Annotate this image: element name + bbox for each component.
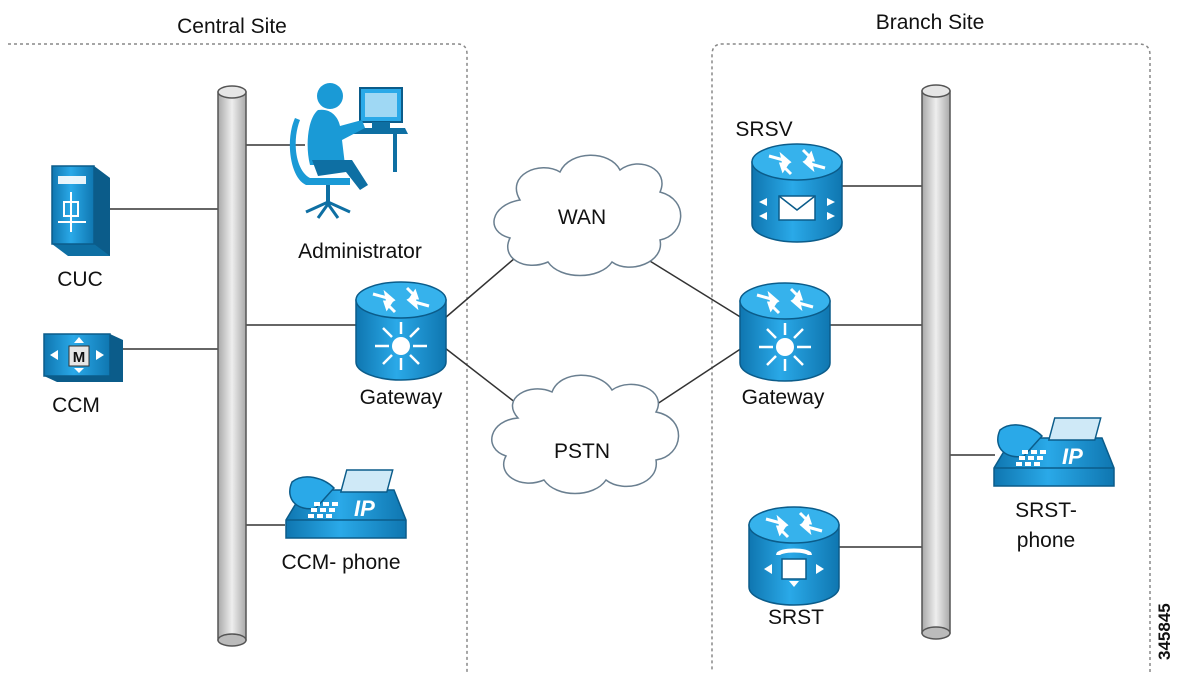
cuc-server[interactable]: CUC	[51, 165, 110, 291]
ip-phone-icon	[993, 417, 1115, 487]
central-gateway[interactable]: Gateway	[354, 280, 448, 409]
pstn-label: PSTN	[554, 440, 610, 463]
ccm-label: CCM	[52, 394, 100, 417]
cuc-label: CUC	[57, 268, 103, 291]
ccm-server[interactable]: M CCM	[43, 333, 123, 417]
server-icon	[51, 165, 110, 256]
central-site-border	[8, 43, 468, 672]
central-bus	[217, 85, 247, 647]
admin-workstation-icon	[289, 83, 408, 219]
voicemail-router-icon	[750, 142, 844, 244]
administrator-label: Administrator	[298, 240, 422, 263]
central-gateway-label: Gateway	[360, 386, 443, 409]
srsv-router[interactable]: SRSV	[735, 118, 844, 244]
srst-phone-label-line1: SRST-	[1015, 499, 1077, 522]
srst-phone[interactable]: SRST- phone	[993, 417, 1115, 552]
srst-router-icon	[747, 505, 841, 607]
srst-label: SRST	[768, 606, 824, 629]
srst-router[interactable]: SRST	[747, 505, 841, 629]
branch-gateway[interactable]: Gateway	[738, 281, 832, 409]
branch-site-title: Branch Site	[876, 11, 985, 34]
call-manager-icon: M	[43, 333, 123, 382]
wan-cloud: WAN	[493, 154, 682, 277]
figure-id: 345845	[1155, 603, 1174, 660]
router-icon	[738, 281, 832, 383]
svg-text:M: M	[73, 349, 86, 366]
ccm-phone-label: CCM- phone	[281, 551, 400, 574]
srst-phone-label-line2: phone	[1017, 529, 1075, 552]
wan-label: WAN	[558, 206, 606, 229]
branch-gateway-label: Gateway	[742, 386, 825, 409]
router-icon	[354, 280, 448, 382]
central-site-title: Central Site	[177, 15, 287, 38]
branch-bus	[921, 84, 951, 640]
ip-phone-icon	[285, 469, 407, 539]
ccm-phone[interactable]: CCM- phone	[281, 469, 407, 574]
branch-site-border	[711, 43, 1151, 672]
srsv-label: SRSV	[735, 118, 792, 141]
administrator[interactable]: Administrator	[289, 83, 422, 263]
connection-lines	[110, 144, 995, 548]
pstn-cloud: PSTN	[491, 374, 680, 495]
